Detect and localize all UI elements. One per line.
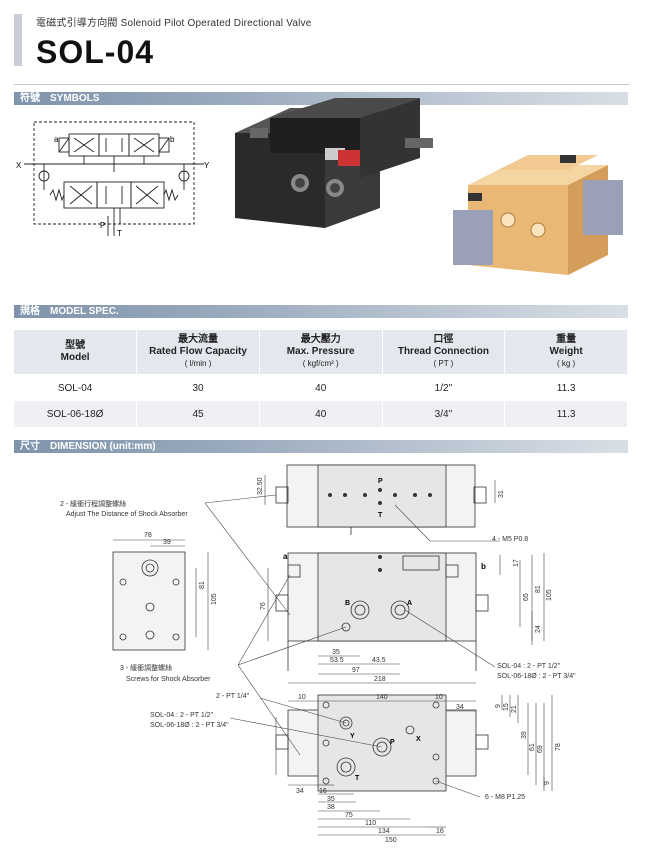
section-dimension-header: 尺寸 DIMENSION (unit:mm) — [14, 440, 628, 453]
port-label-sol04: SOL-04 : 2 - PT 1/2" — [497, 663, 561, 670]
section-model-spec-header: 規格 MODEL SPEC. — [14, 305, 628, 318]
dim-bottom-38: 38 — [327, 804, 335, 811]
dim-top-31: 31 — [498, 490, 505, 498]
symbol-label-p: P — [100, 221, 105, 230]
pt14-label: 2 - PT 1/4" — [216, 693, 250, 700]
dim-front-105: 105 — [546, 589, 553, 601]
symbol-label-y: Y — [204, 161, 210, 170]
dim-side-39: 39 — [163, 539, 171, 546]
adjust-label-zh: 2 - 緩衝行程調整螺絲 — [60, 499, 126, 508]
dim-side-78: 78 — [144, 532, 152, 539]
bottom-port-label-sol06: SOL-06-18Ø : 2 - PT 3/4" — [150, 722, 229, 729]
dim-bottom-150: 150 — [385, 837, 397, 844]
front-port-a-small: a — [283, 552, 288, 561]
page-title: SOL-04 — [36, 34, 155, 70]
bottom-port-label-sol04: SOL-04 : 2 - PT 1/2" — [150, 712, 214, 719]
bottom-port-x: X — [416, 736, 421, 743]
section-dimension-zh: 尺寸 — [20, 441, 40, 452]
dim-front-24: 24 — [535, 625, 542, 633]
adjust-label-en: Adjust The Distance of Shock Absorber — [66, 511, 188, 518]
bottom-port-y: Y — [350, 733, 355, 740]
section-spec-en: MODEL SPEC. — [50, 306, 119, 317]
table-row: SOL-04 30 40 1/2" 11.3 — [14, 374, 628, 401]
screws-label-en: Screws for Shock Absorber — [126, 676, 211, 683]
symbol-label-a: a — [54, 135, 59, 144]
dim-front-53-5: 53.5 — [330, 657, 344, 664]
dim-front-43-5: 43.5 — [372, 657, 386, 664]
dim-side-81: 81 — [199, 581, 206, 589]
dim-front-81: 81 — [535, 585, 542, 593]
dim-bottom-21: 21 — [511, 705, 518, 713]
dim-bottom-78: 78 — [555, 743, 562, 751]
dim-front-97: 97 — [352, 667, 360, 674]
port-label-sol06: SOL-06-18Ø : 2 - PT 3/4" — [497, 673, 576, 680]
valve-photo-black — [235, 98, 433, 228]
dim-bottom-16a: 16 — [319, 788, 327, 795]
section-dimension-en: DIMENSION (unit:mm) — [50, 441, 156, 452]
section-symbols-en: SYMBOLS — [50, 93, 100, 104]
dim-bottom-9b: 9 — [544, 781, 551, 785]
section-symbols-header: 符號 SYMBOLS — [14, 92, 628, 105]
symbol-label-t: T — [117, 229, 122, 238]
page-subtitle: 電磁式引導方向閥 Solenoid Pilot Operated Directi… — [36, 18, 312, 29]
dim-bottom-15: 15 — [503, 703, 510, 711]
dim-front-218: 218 — [374, 676, 386, 683]
front-port-b-small: b — [481, 562, 486, 571]
valve-photo-cutaway — [453, 155, 623, 275]
dim-top-32-50: 32.50 — [257, 477, 264, 495]
dim-bottom-110: 110 — [365, 820, 376, 827]
top-port-p: P — [378, 478, 383, 485]
dim-front-76: 76 — [260, 602, 267, 610]
header-divider — [14, 84, 630, 85]
dim-bottom-35: 35 — [327, 796, 335, 803]
dim-bottom-10a: 10 — [298, 694, 306, 701]
dim-bottom-134: 134 — [378, 828, 390, 835]
dim-bottom-69: 69 — [537, 745, 544, 753]
hydraulic-symbol-diagram: a b X Y P T — [16, 121, 210, 238]
front-port-a: A — [407, 600, 412, 607]
dim-side-105: 105 — [211, 593, 218, 605]
header-accent-bar — [14, 14, 22, 66]
dim-front-65: 65 — [523, 593, 530, 601]
bottom-port-t: T — [355, 775, 360, 782]
top-port-t: T — [378, 512, 383, 519]
dim-bottom-34b: 34 — [296, 788, 304, 795]
dim-front-17: 17 — [513, 559, 520, 567]
dim-bottom-39: 39 — [521, 731, 528, 739]
dim-bottom-61: 61 — [529, 743, 536, 751]
symbol-label-b: b — [170, 135, 175, 144]
symbol-label-x: X — [16, 161, 22, 170]
section-symbols-zh: 符號 — [20, 93, 40, 104]
dimension-drawing: P T a b B A Y P X T 2 - 緩衝行程調整螺絲 Adjust … — [60, 464, 576, 844]
section-spec-zh: 規格 — [20, 306, 40, 317]
m8-label: 6 - M8 P1.25 — [485, 794, 525, 801]
dim-front-35: 35 — [332, 649, 340, 656]
dim-bottom-9a: 9 — [495, 704, 502, 708]
dim-bottom-16b: 16 — [436, 828, 444, 835]
dim-bottom-75: 75 — [345, 812, 353, 819]
dim-bottom-140: 140 — [376, 694, 388, 701]
m5-label: 4 - M5 P0.8 — [492, 536, 528, 543]
dim-bottom-10b: 10 — [435, 694, 443, 701]
table-row: SOL-06-18Ø 45 40 3/4" 11.3 — [14, 401, 628, 427]
dim-bottom-34a: 34 — [456, 704, 464, 711]
front-port-b: B — [345, 600, 350, 607]
bottom-port-p: P — [390, 739, 395, 746]
screws-label-zh: 3 - 緩衝調整螺絲 — [120, 663, 172, 672]
